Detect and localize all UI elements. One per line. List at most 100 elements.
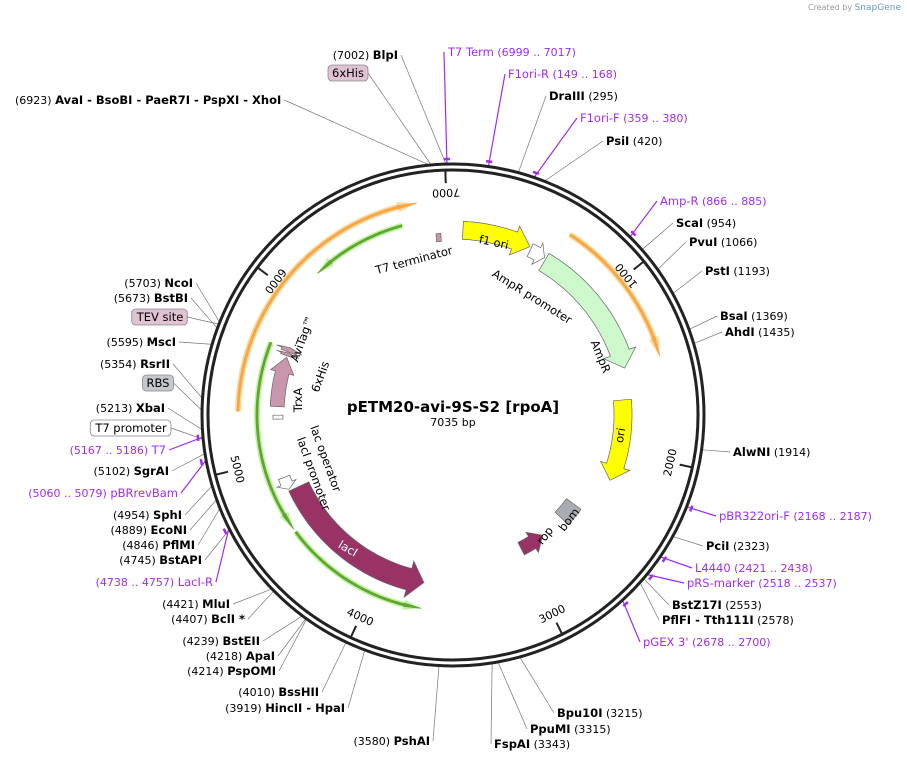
site-position: (2553) <box>722 599 762 612</box>
snapgene-watermark: Created by SnapGene <box>808 3 901 13</box>
backbone-outer <box>200 162 706 668</box>
feature-bom <box>554 498 582 526</box>
site-name: BstEII <box>222 634 260 648</box>
enzyme-site-hincii-hpai: (3919) HincII - HpaI <box>225 701 345 715</box>
site-position: (5595) <box>107 336 147 349</box>
leader-line <box>204 529 230 561</box>
feature-tag-label: T7 promoter <box>94 421 167 435</box>
site-position: (1193) <box>730 265 770 278</box>
primer-pbrrevbam: (5060 .. 5079) pBRrevBam <box>28 486 178 500</box>
site-position: (1369) <box>748 310 788 323</box>
site-position: (3215) <box>602 707 642 720</box>
enzyme-site-psti: PstI (1193) <box>705 264 770 278</box>
primer-binding-mark <box>622 601 629 608</box>
site-position: (4010) <box>238 686 278 699</box>
site-label: (5060 .. 5079) pBRrevBam <box>28 486 178 500</box>
site-name: RsrII <box>140 357 170 371</box>
site-label: PciI (2323) <box>706 539 770 553</box>
site-label: (4214) PspOMI <box>187 664 276 678</box>
site-label: AlwNI (1914) <box>733 445 810 459</box>
site-name: PstI <box>705 264 730 278</box>
feature-ori <box>599 398 633 481</box>
primer-t7: (5167 .. 5186) T7 <box>70 443 166 457</box>
site-position: (1914) <box>770 446 810 459</box>
site-name: PflMI <box>162 538 195 552</box>
site-position: (5354) <box>100 358 140 371</box>
site-position: (4218) <box>206 650 246 663</box>
feature-tag-box <box>131 308 188 326</box>
primer-binding-mark <box>199 458 204 466</box>
site-position: (4407) <box>171 613 211 626</box>
site-name: pRS-marker <box>687 576 755 590</box>
feature-tag-rbs: RBS <box>142 374 174 392</box>
site-position: (149 .. 168) <box>549 68 617 81</box>
enzyme-site-apai: (4218) ApaI <box>206 649 275 663</box>
feature-tag-label: RBS <box>147 376 170 390</box>
arc-highlight <box>235 202 417 412</box>
site-label: (4745) BstAPI <box>119 553 202 567</box>
leader-line <box>640 583 660 621</box>
site-name: ApaI <box>246 649 275 663</box>
site-label: (4421) MluI <box>162 597 230 611</box>
enzyme-site-xbai: (5213) XbaI <box>96 401 165 415</box>
site-label: (4239) BstEII <box>182 634 260 648</box>
enzyme-site-bpu10i: Bpu10I (3215) <box>557 706 643 720</box>
leader-line <box>534 117 578 177</box>
enzyme-site-bstapi: (4745) BstAPI <box>119 553 202 567</box>
site-name: AhdI <box>725 325 755 339</box>
site-position: (1066) <box>717 236 757 249</box>
tick-mark <box>555 622 564 635</box>
feature-label-6xhis: 6xHis <box>308 359 332 394</box>
tick-label: 4000 <box>345 605 376 629</box>
site-label: (6923) AvaI - BsoBI - PaeR7I - PspXI - X… <box>15 93 281 107</box>
primer-binding-mark <box>222 528 228 535</box>
leader-line <box>643 578 670 606</box>
enzyme-site-ncoi: (5703) NcoI <box>124 276 193 290</box>
leader-line <box>197 509 220 546</box>
leader-line <box>168 436 203 451</box>
primer-f1ori-r: F1ori-R (149 .. 168) <box>508 67 617 81</box>
leader-line <box>167 407 202 430</box>
site-label: BsaI (1369) <box>720 309 788 323</box>
primer-t7-term: T7 Term (6999 .. 7017) <box>447 45 576 59</box>
leader-line <box>189 500 217 531</box>
feature-label-ori: ori <box>612 427 628 444</box>
feature-laci-promoter <box>275 474 297 490</box>
site-label: (5703) NcoI <box>124 276 193 290</box>
arc-highlight <box>293 530 422 610</box>
enzyme-site-pcii: PciI (2323) <box>706 539 770 553</box>
leader-line <box>284 99 428 165</box>
outer-arcs <box>235 202 661 610</box>
feature-rop <box>517 531 544 556</box>
site-position: (295) <box>585 90 618 103</box>
enzyme-site-sphi: (4954) SphI <box>113 508 182 522</box>
site-position: (4738 .. 4757) <box>96 576 178 589</box>
leader-line <box>673 536 704 547</box>
enzyme-site-mlui: (4421) MluI <box>162 597 230 611</box>
orf-arc <box>236 202 417 412</box>
site-label: ScaI (954) <box>676 216 736 230</box>
site-position: (4745) <box>119 554 159 567</box>
tick-mark <box>633 260 645 271</box>
site-label: (4407) BclI * <box>171 612 245 626</box>
site-name: MluI <box>202 597 230 611</box>
leader-line <box>262 616 302 642</box>
site-name: ScaI <box>676 216 703 230</box>
leader-line <box>178 341 212 345</box>
enzyme-site-sgrai: (5102) SgrAI <box>94 464 169 478</box>
backbone-inner <box>206 168 700 662</box>
site-position: (5703) <box>124 277 164 290</box>
site-name: PciI <box>706 539 729 553</box>
leader-line <box>278 619 307 672</box>
feature-6xhis <box>276 349 300 359</box>
leader-line <box>173 382 202 410</box>
site-label: PpuMI (3315) <box>530 722 611 736</box>
enzyme-site-ahdi: AhdI (1435) <box>725 325 795 339</box>
site-position: (5213) <box>96 402 136 415</box>
site-name: SgrAI <box>134 464 169 478</box>
site-name: pBRrevBam <box>110 486 178 500</box>
site-label: FspAI (3343) <box>494 737 570 751</box>
primer-laci-r: (4738 .. 4757) LacI-R <box>96 575 213 589</box>
feature-label-avitag: AviTag™ <box>287 314 317 364</box>
